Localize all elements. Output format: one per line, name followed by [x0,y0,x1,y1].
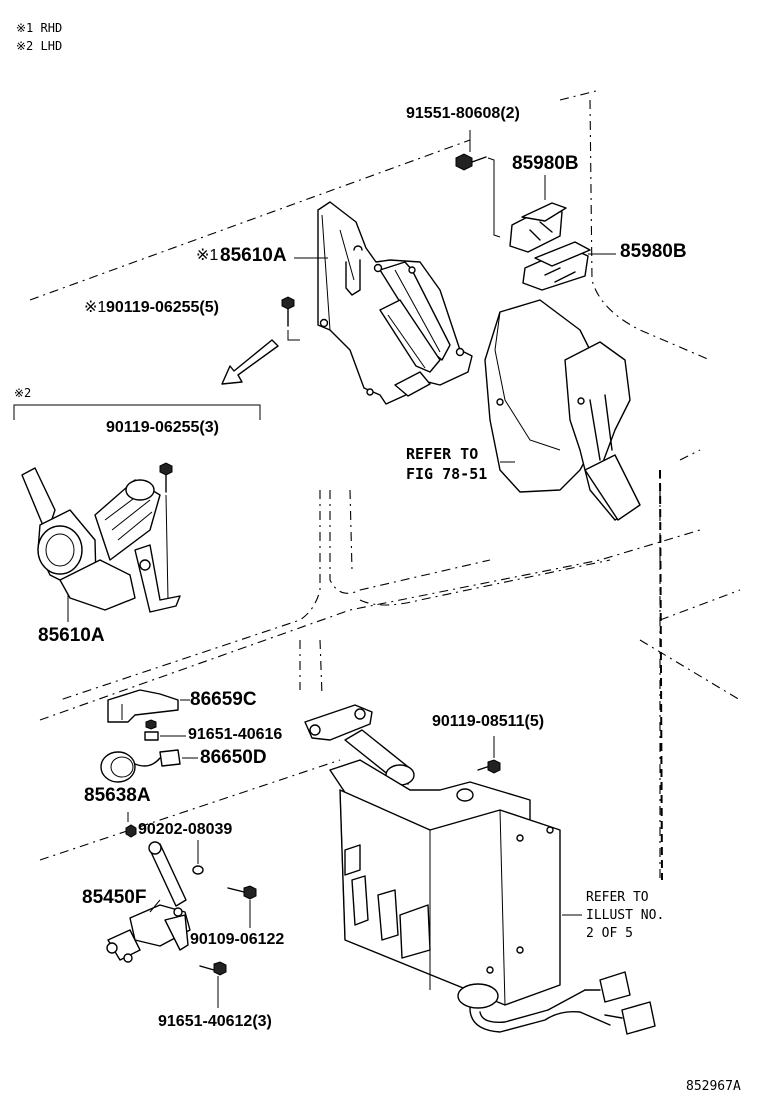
motor-85610A-drawing [21,462,181,622]
bolt-91651-40612-drawing [199,961,227,1008]
sensor-86650D-drawing [100,749,198,783]
refer-fig-line1: REFER TO [406,445,479,463]
legend-note-rhd: ※1 RHD [16,21,63,35]
refer-fig-line2[interactable]: FIG 78-51 [406,465,488,483]
label-sensor-85450F[interactable]: 85450F [82,887,147,908]
label-bolt-90119-06255-3[interactable]: 90119-06255(3) [106,419,219,436]
wire-harness-drawing [457,971,656,1035]
direction-arrow [221,339,279,385]
label-bolt-91651-40616[interactable]: 91651-40616 [188,726,283,743]
bolt-90119-06255-5-drawing [281,296,300,341]
switch-85980B-drawing [509,175,616,291]
bracket-85610A-drawing [294,201,473,405]
rhd-marker-bracket: ※1 [196,247,219,264]
bolt-90119-08511-drawing [477,736,501,774]
label-bolt-90119-08511[interactable]: 90119-08511(5) [432,713,545,730]
nut-90202-08039-drawing [125,812,204,875]
legend-note-lhd: ※2 LHD [16,39,63,53]
label-switch-85980B-lower[interactable]: 85980B [620,241,687,262]
refer-illust-line2[interactable]: ILLUST NO. [586,908,665,923]
label-bolt-91651-40612[interactable]: 91651-40612(3) [158,1013,272,1030]
label-bracket-86659C[interactable]: 86659C [190,689,257,710]
label-switch-85980B-upper[interactable]: 85980B [512,153,579,174]
ecu-unit-drawing [304,704,582,1006]
label-bolt-90119-06255-5[interactable]: 90119-06255(5) [106,299,219,316]
sensor-85450F-drawing [106,841,191,963]
refer-illust-line1: REFER TO [586,890,649,905]
body-outline-lines [29,89,741,881]
label-sensor-85638A[interactable]: 85638A [84,785,151,806]
label-motor-85610A[interactable]: 85610A [38,625,105,646]
label-bolt-90109-06122[interactable]: 90109-06122 [190,931,285,948]
label-bolt-91551-80608[interactable]: 91551-80608(2) [406,105,520,122]
refer-illust-line3: 2 OF 5 [586,926,633,941]
rhd-marker-bolt: ※1 [84,299,107,316]
label-sensor-86650D[interactable]: 86650D [200,747,267,768]
lhd-group-bracket [13,404,261,420]
bolt-91551-80608-drawing [455,130,501,238]
lhd-group-marker: ※2 [14,386,32,400]
figure-code: 852967A [686,1079,741,1094]
label-nut-90202-08039[interactable]: 90202-08039 [138,821,233,838]
bolt-90109-06122-drawing [227,885,257,928]
bolt-91651-40616-drawing [144,719,186,741]
bracket-86659C-drawing [107,689,190,723]
pedal-assembly-drawing [484,299,641,521]
label-bracket-85610A[interactable]: 85610A [220,245,287,266]
